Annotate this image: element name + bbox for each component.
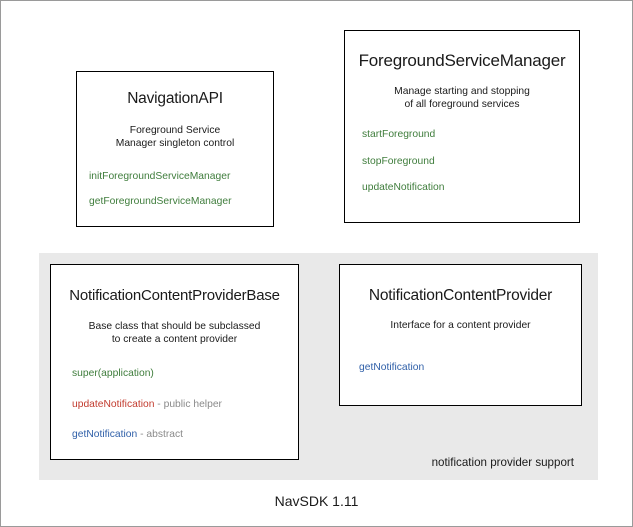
member-note: - public helper <box>154 398 222 410</box>
member-list: super(application) updateNotification - p… <box>51 368 298 459</box>
member-name: getForegroundServiceManager <box>89 195 232 207</box>
class-member[interactable]: initForegroundServiceManager <box>89 171 273 183</box>
class-box-notification-content-provider[interactable]: NotificationContentProvider Interface fo… <box>339 264 582 406</box>
class-title: NavigationAPI <box>127 90 223 107</box>
member-name: super(application) <box>72 368 154 380</box>
class-member[interactable]: startForeground <box>362 129 579 141</box>
member-note: - abstract <box>137 429 184 441</box>
class-box-foreground-service-manager[interactable]: ForegroundServiceManager Manage starting… <box>344 30 580 223</box>
member-name: getNotification <box>359 362 425 374</box>
member-name: stopForeground <box>362 155 435 167</box>
class-box-notification-content-provider-base[interactable]: NotificationContentProviderBase Base cla… <box>50 264 299 460</box>
diagram-caption: NavSDK 1.11 <box>274 493 359 509</box>
group-label: notification provider support <box>431 456 574 469</box>
class-member[interactable]: stopForeground <box>362 156 579 168</box>
class-member[interactable]: super(application) <box>72 368 298 380</box>
member-list: initForegroundServiceManager getForegroun… <box>77 171 273 220</box>
class-member[interactable]: getForegroundServiceManager <box>89 196 273 208</box>
class-member[interactable]: updateNotification <box>362 182 579 194</box>
class-title: NotificationContentProvider <box>368 287 553 304</box>
class-member[interactable]: getNotification <box>359 362 581 374</box>
member-name: startForeground <box>362 129 436 141</box>
class-member[interactable]: getNotification - abstract <box>72 429 298 441</box>
class-title: ForegroundServiceManager <box>358 51 566 70</box>
member-name: updateNotification <box>362 182 445 194</box>
member-list: getNotification <box>340 362 581 384</box>
class-title: NotificationContentProviderBase <box>69 287 280 304</box>
member-name: initForegroundServiceManager <box>89 171 231 183</box>
member-name: updateNotification <box>72 398 155 410</box>
class-description: Interface for a content provider <box>390 320 531 331</box>
member-list: startForeground stopForeground updateNotif… <box>345 129 579 208</box>
class-member[interactable]: updateNotification - public helper <box>72 399 298 411</box>
member-name: getNotification <box>72 429 138 441</box>
